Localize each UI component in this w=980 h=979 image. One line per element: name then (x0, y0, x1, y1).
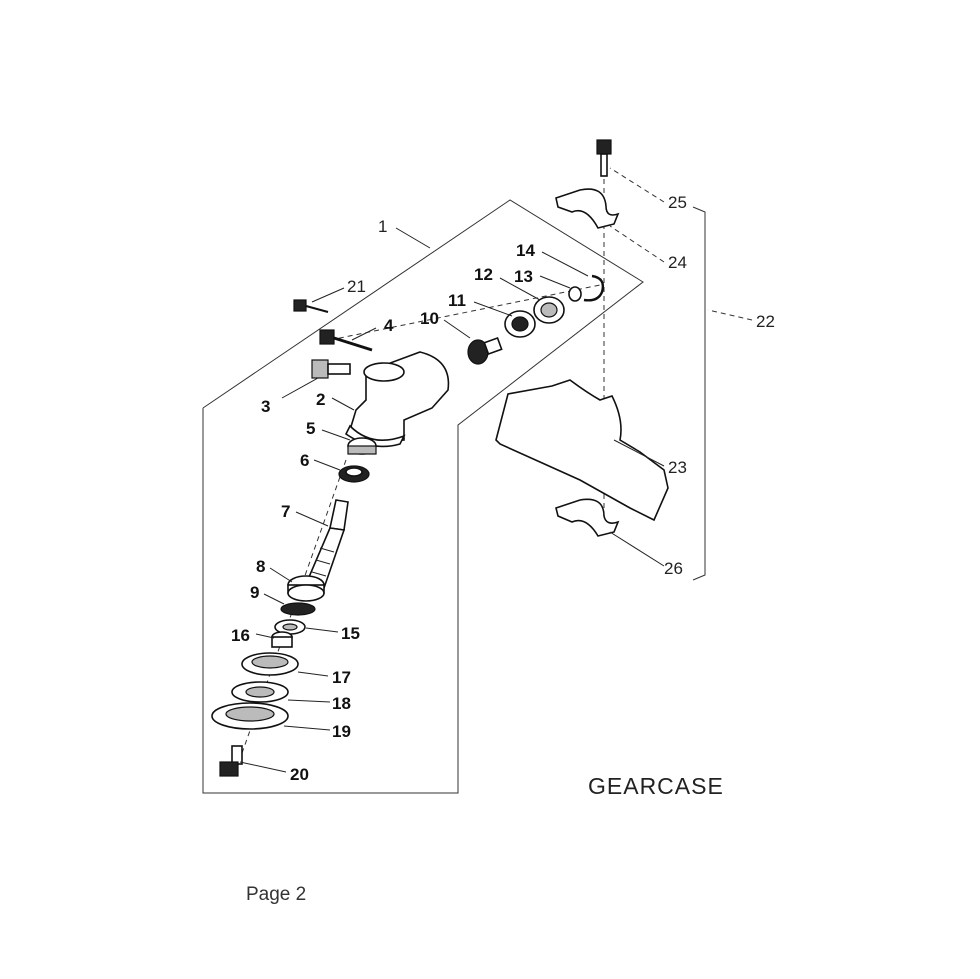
callout-16: 16 (231, 626, 250, 645)
leader-2 (331, 397, 355, 411)
callout-11: 11 (448, 291, 466, 310)
assembly-outline-frame (202, 199, 644, 794)
callout-7: 7 (281, 502, 290, 521)
callout-18: 18 (332, 694, 351, 713)
cup-17-icon (241, 652, 299, 676)
leader-3 (281, 377, 319, 399)
guard-23-icon (495, 379, 669, 522)
spindle-shaft-7-icon (304, 499, 349, 589)
head-axis-line (329, 284, 601, 341)
leader-25 (609, 167, 665, 203)
leader-14 (541, 251, 589, 277)
callout-17: 17 (332, 668, 351, 687)
callout-14: 14 (516, 241, 535, 260)
callout-10: 10 (420, 309, 439, 328)
callout-26: 26 (664, 559, 683, 578)
callout-5: 5 (306, 419, 315, 438)
callout-12: 12 (474, 265, 493, 284)
diagram-title: GEARCASE (588, 773, 724, 799)
washer-9-icon (280, 602, 316, 616)
bearing-11-icon (504, 310, 536, 338)
callout-15: 15 (341, 624, 360, 643)
leader-4 (351, 327, 377, 341)
callout-19: 19 (332, 722, 351, 741)
callout-13: 13 (514, 267, 533, 286)
callout-9: 9 (250, 583, 259, 602)
leader-22 (707, 309, 753, 321)
callout-2: 2 (316, 390, 325, 409)
callout-3: 3 (261, 397, 270, 416)
bevel-gear-6-icon (338, 465, 370, 483)
nut-20-icon (219, 745, 243, 777)
adapter-3-icon (311, 359, 351, 379)
leader-1 (395, 227, 431, 249)
callout-22: 22 (756, 312, 775, 331)
callout-8: 8 (256, 557, 265, 576)
snap-ring-14-icon (583, 274, 605, 302)
bearing-12-icon (533, 296, 565, 324)
leader-10 (443, 319, 471, 339)
callout-6: 6 (300, 451, 309, 470)
leader-8 (269, 567, 293, 583)
leader-6 (313, 459, 341, 471)
bolt-25-icon (596, 139, 612, 177)
bolt-4-icon (319, 329, 373, 352)
leader-17 (297, 671, 329, 677)
callout-20: 20 (290, 765, 309, 784)
leader-23 (613, 439, 665, 467)
upper-clamp-24-icon (555, 188, 620, 229)
callout-1: 1 (378, 217, 387, 236)
callout-24: 24 (668, 253, 687, 272)
pinion-gear-10-icon (467, 336, 503, 365)
skid-plate-19-icon (211, 702, 289, 730)
leader-20 (239, 761, 287, 773)
ring-13-icon (568, 286, 582, 302)
spacer-16-icon (271, 631, 293, 648)
leader-11 (473, 301, 513, 317)
assembly-22-bracket (692, 206, 706, 581)
bearing-8-icon (287, 575, 325, 602)
leader-5 (321, 429, 351, 441)
bearing-5-icon (347, 437, 377, 455)
gearcase-housing-2-icon (344, 351, 450, 448)
washer-18-icon (231, 681, 289, 703)
callout-25: 25 (668, 193, 687, 212)
leader-15 (305, 627, 339, 633)
leader-18 (287, 699, 331, 703)
leader-9 (263, 593, 285, 605)
leader-16 (255, 633, 275, 639)
callout-23: 23 (668, 458, 687, 477)
callout-21: 21 (347, 277, 366, 296)
leader-7 (295, 511, 329, 527)
leader-19 (283, 725, 331, 731)
leader-21 (311, 287, 345, 303)
page-label: Page 2 (246, 884, 306, 905)
leader-13 (539, 275, 571, 289)
screw-21-icon (293, 299, 329, 313)
lower-clamp-26-icon (555, 498, 620, 537)
leader-24 (609, 225, 665, 263)
callout-4: 4 (384, 316, 394, 335)
collar-15-icon (274, 619, 306, 635)
leader-26 (609, 531, 665, 567)
leader-12 (499, 277, 541, 301)
